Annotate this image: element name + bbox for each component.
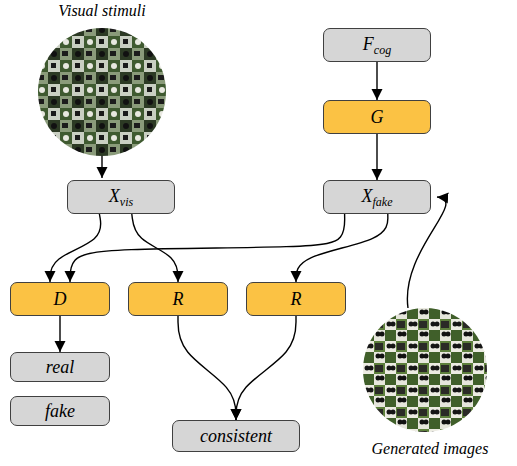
stimuli-arrow <box>101 156 102 178</box>
flow-arrow <box>59 316 60 352</box>
box-label: real <box>46 358 74 376</box>
flow-arrow <box>296 214 388 282</box>
flow-arrow <box>236 316 296 420</box>
data-box: real <box>10 352 110 382</box>
stimuli-image-circle <box>38 28 166 156</box>
box-label: fake <box>45 402 75 420</box>
network-box: G <box>323 100 431 134</box>
box-label: R <box>173 290 184 308</box>
generated-image-circle <box>363 308 487 432</box>
box-label: G <box>371 108 384 126</box>
flow-arrow <box>376 62 377 100</box>
data-box: fake <box>10 396 110 426</box>
network-box: D <box>10 282 110 316</box>
box-label: Xvis <box>109 187 133 208</box>
data-box: Xfake <box>323 180 431 214</box>
flow-arrow <box>50 214 101 282</box>
box-label: R <box>291 290 302 308</box>
image-caption: Visual stimuli <box>58 2 145 20</box>
data-box: consistent <box>172 420 300 452</box>
data-box: Fcog <box>323 28 431 62</box>
network-box: R <box>246 282 346 316</box>
box-label: D <box>54 290 67 308</box>
image-caption: Generated images <box>372 440 489 458</box>
flow-arrow <box>70 214 345 282</box>
box-label: Xfake <box>362 187 393 208</box>
flow-arrow <box>376 134 377 180</box>
box-label: consistent <box>200 427 272 445</box>
box-label: Fcog <box>363 35 391 56</box>
flow-arrow <box>178 316 236 420</box>
data-box: Xvis <box>67 180 175 214</box>
network-box: R <box>128 282 228 316</box>
